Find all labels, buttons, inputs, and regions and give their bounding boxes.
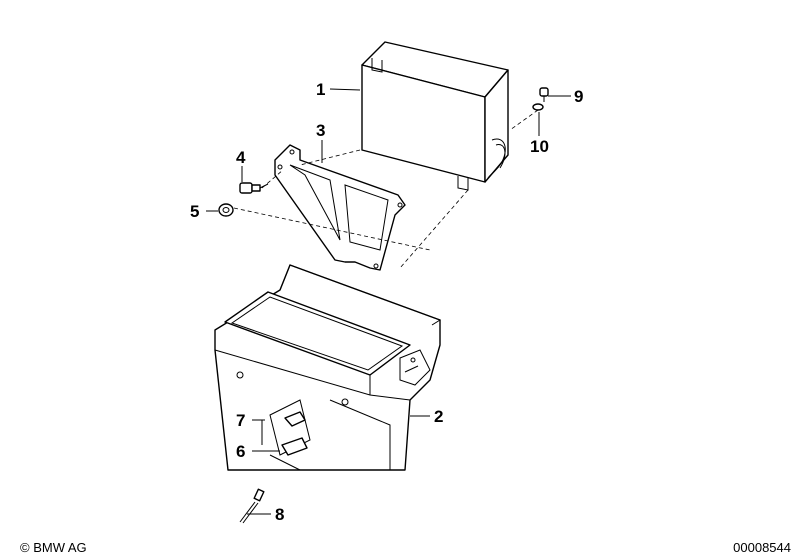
housing-tray [214,264,442,471]
mounting-bracket [274,144,406,271]
callout-10: 10 [530,137,549,156]
document-number: 00008544 [733,540,791,555]
nut-5 [218,203,234,217]
control-unit-box [361,41,509,191]
callout-4: 4 [236,148,246,167]
callout-9: 9 [574,87,583,106]
callout-6: 6 [236,442,245,461]
clip-7 [269,399,311,456]
callout-1: 1 [316,80,325,99]
washer-10 [532,103,544,111]
callout-7: 7 [236,411,245,430]
callout-8: 8 [275,505,284,524]
callout-3: 3 [316,121,325,140]
clip-6 [269,437,308,471]
callout-5: 5 [190,202,199,221]
probe-8 [239,488,265,524]
callout-2: 2 [434,407,443,426]
stud-bolt-4 [239,182,269,194]
screw-9 [539,87,549,102]
copyright-label: © BMW AG [20,540,87,555]
